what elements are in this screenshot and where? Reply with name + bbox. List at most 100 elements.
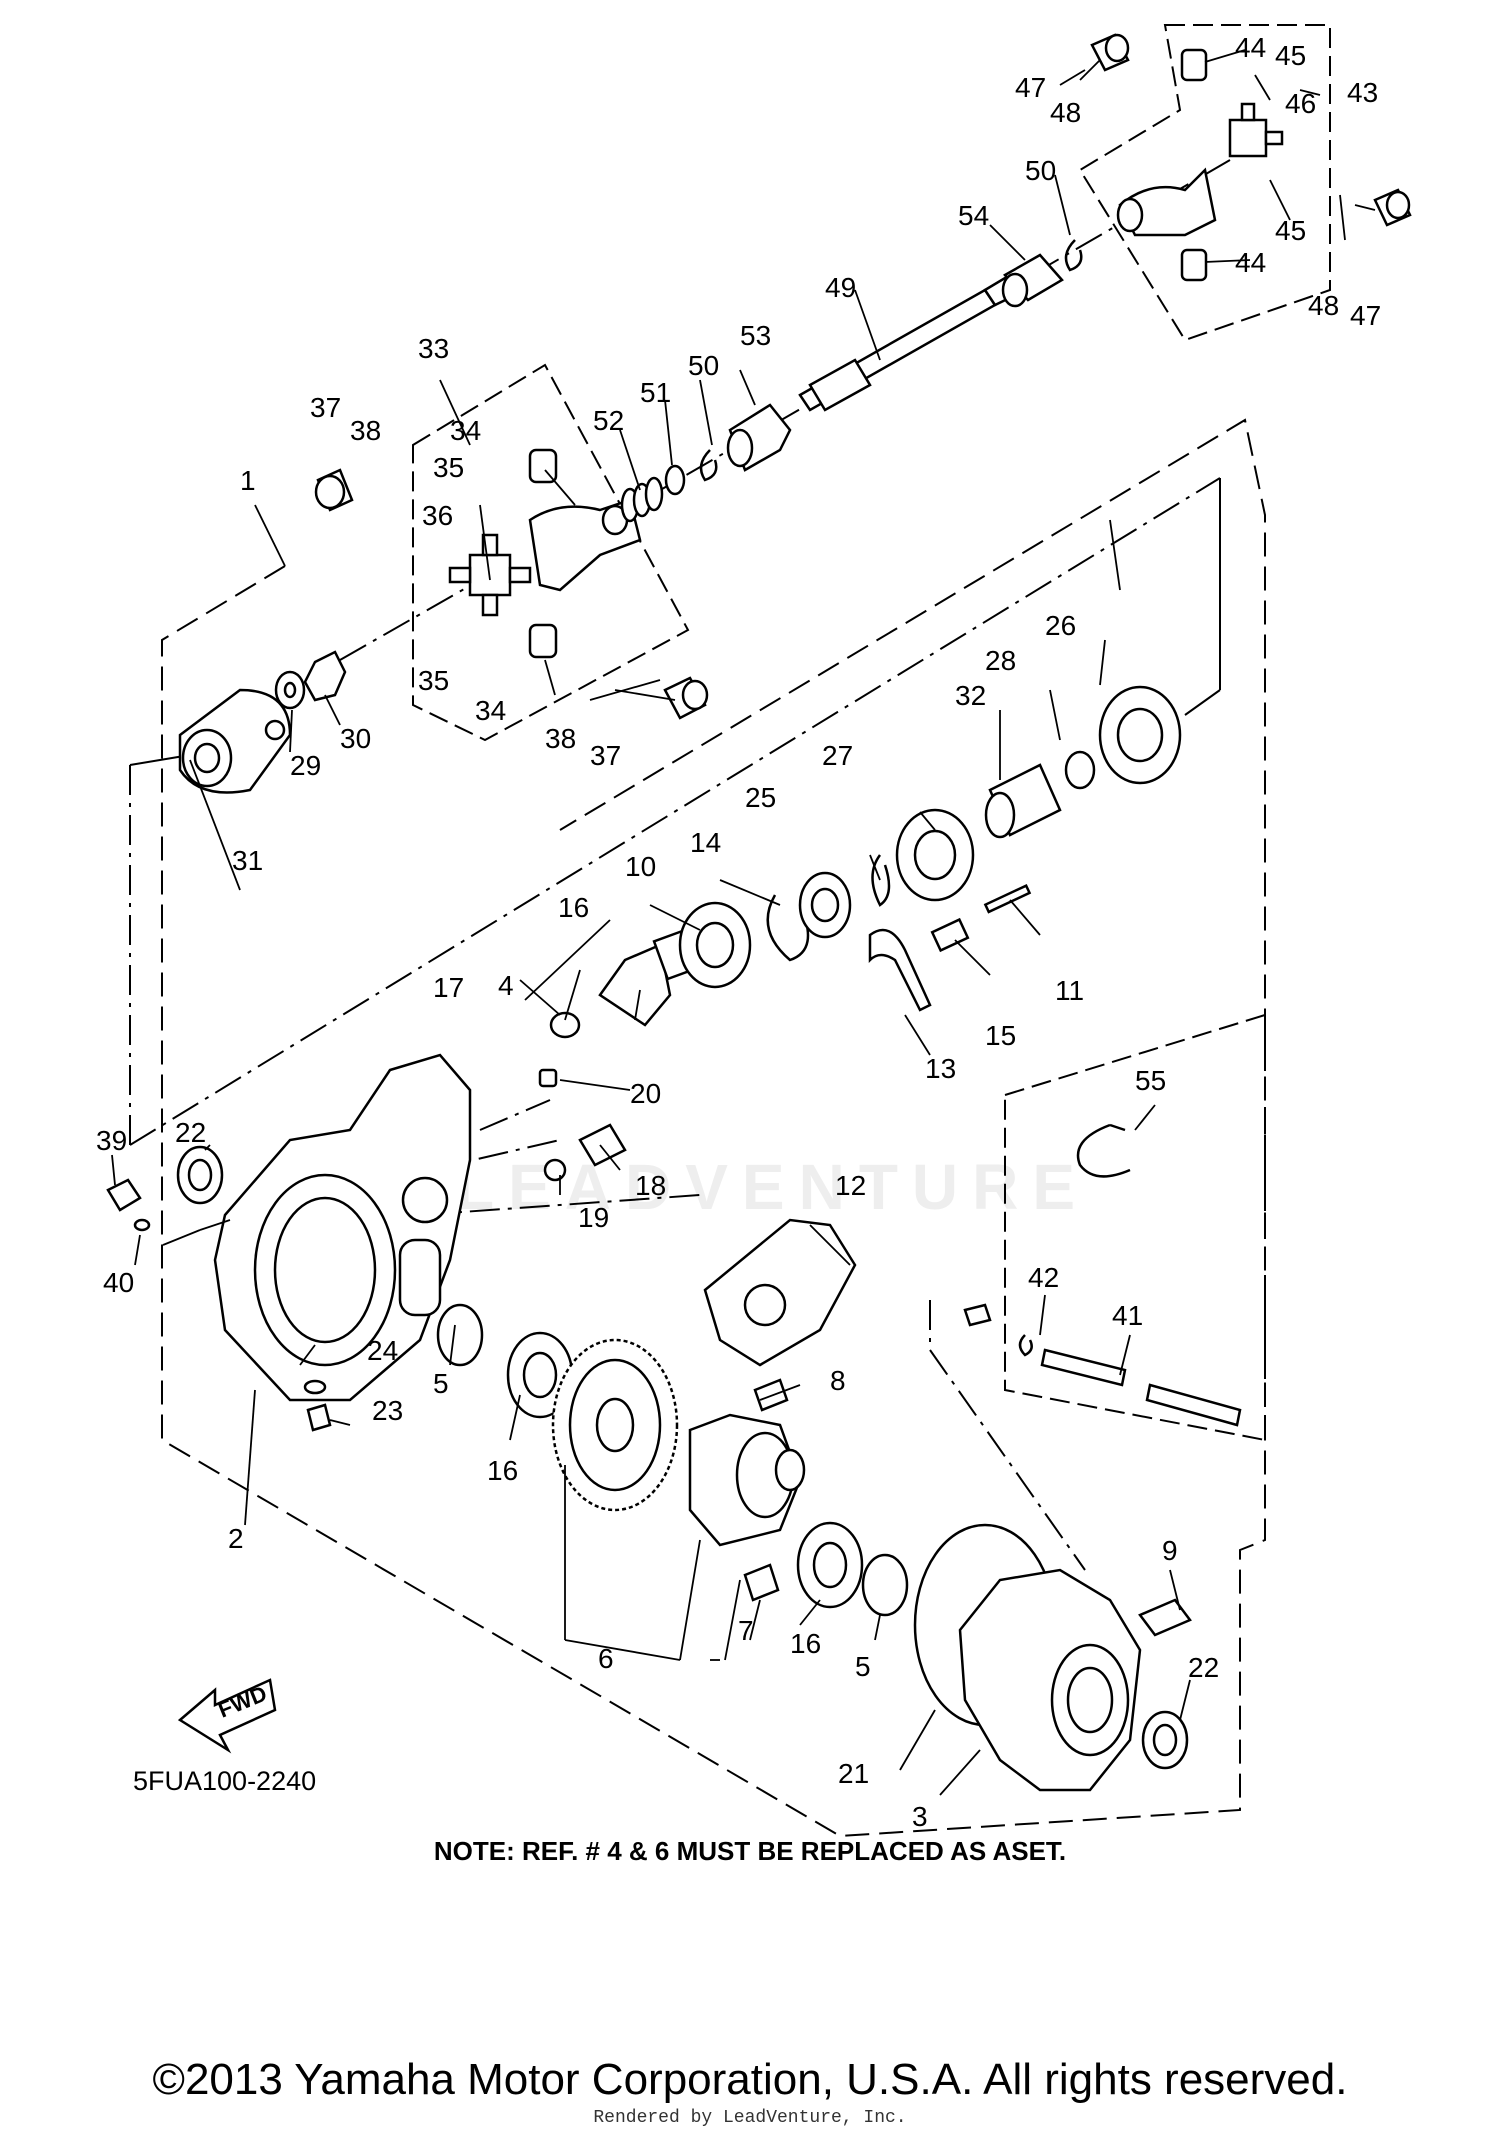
part-30-nut xyxy=(303,650,347,702)
callout-3: 3 xyxy=(912,1801,928,1832)
part-51-washer xyxy=(664,464,686,496)
callout-16a: 16 xyxy=(558,892,589,923)
axis-mid xyxy=(419,1194,701,1216)
callout-6: 6 xyxy=(598,1643,614,1674)
callout-39: 39 xyxy=(96,1125,127,1156)
assembly-boundary-33 xyxy=(412,363,690,742)
part-34-cap-lower xyxy=(528,623,558,659)
axis-line-1 xyxy=(129,477,1221,1146)
callout-11: 11 xyxy=(1055,975,1084,1006)
callout-19: 19 xyxy=(578,1202,609,1233)
part-33-yoke xyxy=(528,498,642,592)
part-42-bolt xyxy=(963,1303,992,1327)
callout-44b: 44 xyxy=(1235,247,1266,278)
part-47-cap-upper xyxy=(1090,33,1130,72)
diagram-code: 5FUA100-2240 xyxy=(133,1766,317,1796)
callout-22b: 22 xyxy=(1188,1652,1219,1683)
assembly-boundary-1 xyxy=(161,418,1266,1838)
callout-46: 46 xyxy=(1285,88,1316,119)
part-47-cap-lower xyxy=(1373,188,1412,227)
callout-31: 31 xyxy=(232,845,263,876)
part-27-bearing xyxy=(895,808,975,902)
part-5-shim-right xyxy=(861,1553,909,1617)
callout-24: 24 xyxy=(367,1335,398,1366)
callout-52: 52 xyxy=(593,405,624,436)
callout-30: 30 xyxy=(340,723,371,754)
fwd-arrow-icon: FWD xyxy=(177,1678,277,1754)
leader-lines xyxy=(111,49,1376,1796)
part-11-pin xyxy=(983,883,1032,914)
part-9-bolt xyxy=(1138,1598,1192,1637)
callout-45a: 45 xyxy=(1275,40,1306,71)
copyright-text: ©2013 Yamaha Motor Corporation, U.S.A. A… xyxy=(152,2055,1348,2104)
callout-48b: 48 xyxy=(1308,290,1339,321)
leader-26-line xyxy=(1184,689,1221,716)
part-23-bolt xyxy=(306,1403,332,1432)
part-37-cap-lower xyxy=(663,676,709,720)
callout-26: 26 xyxy=(1045,610,1076,641)
part-44-cap-lower xyxy=(1180,248,1208,282)
callout-23: 23 xyxy=(372,1395,403,1426)
part-37-cap-upper xyxy=(314,468,354,512)
callout-34b: 34 xyxy=(475,695,506,726)
part-12-actuator xyxy=(703,1218,857,1367)
part-41-pin xyxy=(1040,1348,1242,1427)
part-32-clutch xyxy=(984,763,1062,839)
part-18-switch xyxy=(578,1123,627,1167)
part-29-hole xyxy=(283,681,297,699)
callout-7: 7 xyxy=(738,1615,754,1646)
callout-14: 14 xyxy=(690,827,721,858)
callout-42: 42 xyxy=(1028,1262,1059,1293)
callout-34a: 34 xyxy=(450,415,481,446)
part-39-plug xyxy=(106,1178,142,1212)
part-22-seal-right xyxy=(1141,1710,1189,1770)
part-53-boot xyxy=(726,403,792,472)
callout-55: 55 xyxy=(1135,1065,1166,1096)
part-25-clip xyxy=(871,854,891,907)
replacement-note: NOTE: REF. # 4 & 6 MUST BE REPLACED AS A… xyxy=(433,1836,1067,1866)
part-3-gear-case xyxy=(958,1568,1142,1792)
part-55-clip xyxy=(1076,1123,1131,1178)
callout-41: 41 xyxy=(1112,1300,1143,1331)
callout-43: 43 xyxy=(1347,77,1378,108)
callout-28: 28 xyxy=(985,645,1016,676)
rendered-by-text: Rendered by LeadVenture, Inc. xyxy=(593,2108,907,2128)
callout-32: 32 xyxy=(955,680,986,711)
part-40-washer xyxy=(133,1218,151,1232)
part-16-bearing-upper xyxy=(678,901,752,989)
callout-16b: 16 xyxy=(487,1455,518,1486)
part-50-clip-lower xyxy=(699,449,718,482)
part-54-boot xyxy=(1001,253,1064,308)
callout-36: 36 xyxy=(422,500,453,531)
part-20-bolt xyxy=(538,1068,558,1088)
callout-49: 49 xyxy=(825,272,856,303)
callout-21: 21 xyxy=(838,1758,869,1789)
callout-5a: 5 xyxy=(433,1368,449,1399)
callout-51: 51 xyxy=(640,377,671,408)
axis-shaft xyxy=(339,579,481,661)
part-16-bearing-right xyxy=(796,1521,864,1609)
callout-8: 8 xyxy=(830,1365,846,1396)
part-26-bearing xyxy=(1098,685,1182,785)
part-52-spring xyxy=(620,476,664,523)
callout-37a: 37 xyxy=(310,392,341,423)
assembly-boundary-43 xyxy=(1078,24,1331,342)
callout-9: 9 xyxy=(1162,1535,1178,1566)
part-43-joint xyxy=(1116,102,1284,237)
callout-54: 54 xyxy=(958,200,989,231)
callout-40: 40 xyxy=(103,1267,134,1298)
callout-38a: 38 xyxy=(350,415,381,446)
callout-20: 20 xyxy=(630,1078,661,1109)
callout-29: 29 xyxy=(290,750,321,781)
part-50-clip-upper xyxy=(1064,239,1083,272)
part-44-cap-upper xyxy=(1180,48,1208,82)
part-24-gasket xyxy=(303,1379,327,1395)
callout-2: 2 xyxy=(228,1523,244,1554)
part-28-o-ring xyxy=(1064,750,1096,790)
part-2-main-case xyxy=(213,1053,472,1402)
assembly-boundary-41 xyxy=(1004,1013,1266,1442)
callout-47a: 47 xyxy=(1015,72,1046,103)
callout-45b: 45 xyxy=(1275,215,1306,246)
callout-16c: 16 xyxy=(790,1628,821,1659)
